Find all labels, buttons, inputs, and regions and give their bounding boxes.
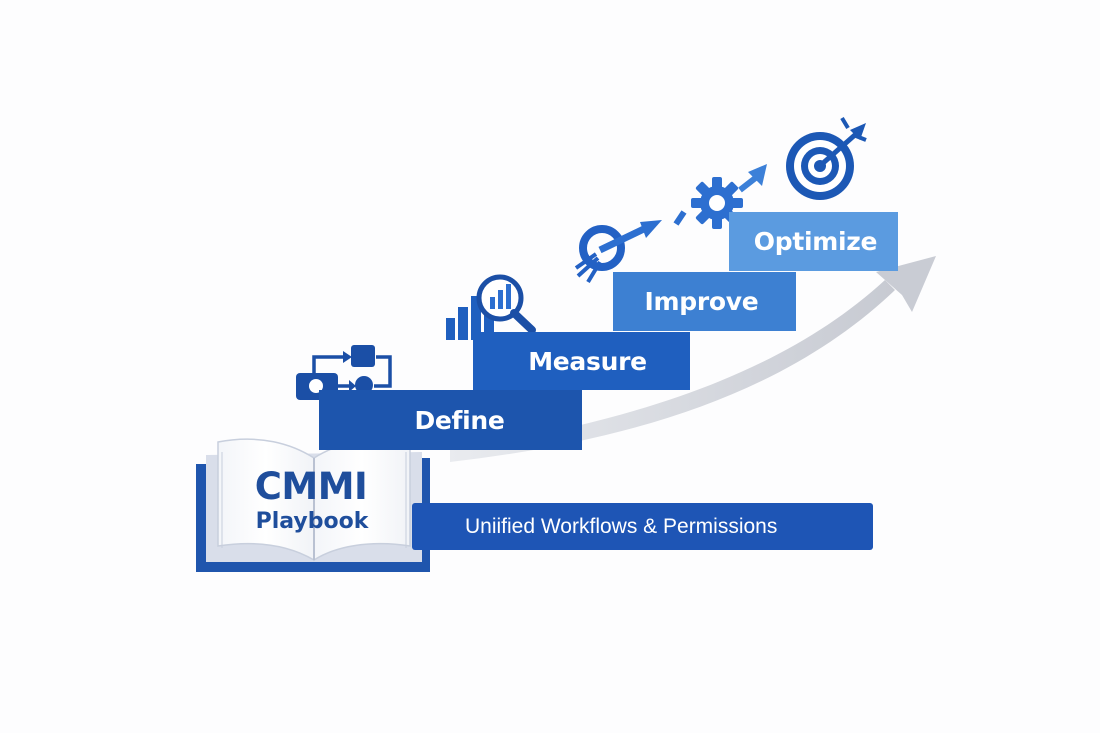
step-measure: Measure	[473, 332, 690, 390]
book-icon	[196, 438, 430, 572]
cycle-arrow-icon	[574, 220, 662, 284]
step-define-label: Define	[414, 405, 505, 435]
step-optimize: Optimize	[729, 212, 898, 271]
step-define: Define	[319, 390, 582, 450]
workflow-icon	[296, 345, 392, 400]
book-subtitle: Playbook	[255, 509, 369, 534]
step-improve-label: Improve	[644, 287, 759, 316]
target-arrow-icon	[786, 116, 867, 200]
step-optimize-label: Optimize	[753, 227, 878, 256]
gear-arrow-icon	[673, 164, 767, 229]
step-improve: Improve	[613, 272, 796, 331]
workflows-banner: Uniified Workflows & Permissions	[412, 503, 873, 550]
step-measure-label: Measure	[528, 346, 647, 376]
bar-chart-magnifier-icon	[446, 274, 536, 340]
banner-label: Uniified Workflows & Permissions	[465, 514, 778, 538]
book-title: CMMI	[254, 465, 368, 508]
